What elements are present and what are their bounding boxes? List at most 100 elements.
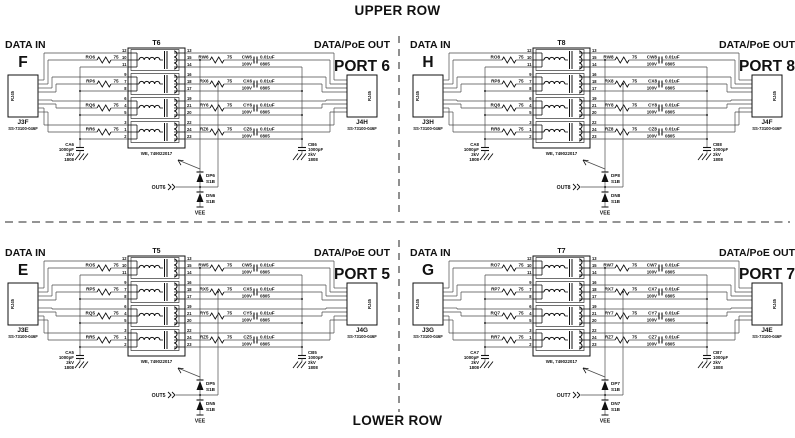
diode-ref: DP5: [206, 381, 215, 386]
resistor-value: 75: [114, 310, 120, 315]
resistor-value: 75: [632, 310, 638, 315]
left-routing: [38, 260, 128, 356]
input-resistor-ref: RQ5: [86, 310, 96, 315]
diode-part: S1B: [206, 407, 216, 412]
series-cap-ref: CY6: [243, 102, 252, 107]
in-connector-part: SS-73100-046F: [413, 334, 443, 339]
diode-ref: DP8: [611, 173, 620, 178]
pin-number: 1: [124, 127, 127, 132]
right-routing: [590, 52, 752, 148]
resistor-value: 75: [519, 78, 525, 83]
transformer-ref: T6: [152, 40, 160, 47]
resistor-value: 75: [519, 102, 525, 107]
series-cap-value: 0.01uF: [260, 262, 275, 267]
series-cap-voltage: 100V: [242, 86, 252, 91]
bulk-cap-value: 1000pF: [59, 147, 74, 152]
pin-number: 11: [122, 270, 127, 275]
pin-number: 16: [592, 72, 597, 77]
resistor-value: 75: [227, 262, 233, 267]
series-cap-voltage: 100V: [647, 86, 657, 91]
pin-number: 6: [529, 304, 532, 309]
diode-ref: DN8: [611, 193, 621, 198]
diode-symbol: [601, 192, 609, 202]
pin-number: 8: [529, 86, 532, 91]
vee-label: VEE: [195, 419, 206, 425]
diode-part: S1B: [206, 387, 216, 392]
data-poe-out-label: DATA/PoE OUT: [314, 39, 391, 51]
pin-number: 19: [592, 96, 597, 101]
diode-ref: DP7: [611, 381, 620, 386]
series-cap-voltage: 100V: [647, 270, 657, 275]
in-connector-ref: J3G: [422, 327, 434, 334]
pin-number: 7: [529, 79, 532, 84]
series-cap-package: 0805: [665, 318, 675, 323]
pin-number: 7: [124, 79, 127, 84]
primary-coil: [543, 104, 566, 109]
off-page-chevron-icon: [167, 183, 176, 191]
pin-number: 15: [187, 263, 192, 268]
series-cap-ref: CW8: [647, 54, 658, 59]
resistor-value: 75: [227, 310, 233, 315]
input-resistor-ref: RQ6: [86, 102, 96, 107]
left-routing: [38, 52, 128, 148]
series-cap-value: 0.01uF: [260, 310, 275, 315]
input-resistor-ref: RP6: [86, 78, 95, 83]
series-cap-value: 0.01uF: [665, 78, 680, 83]
out-connector-ref: J4H: [356, 119, 368, 126]
pin-number: 15: [592, 263, 597, 268]
right-routing: [185, 52, 347, 148]
input-resistor-ref: RQ7: [491, 310, 501, 315]
bulk-cap-value: 1000pF: [59, 355, 74, 360]
diode-symbol: [601, 172, 609, 182]
resistor-value: 75: [114, 102, 120, 107]
primary-coil: [138, 104, 161, 109]
section-dividers: [5, 36, 790, 412]
pin-number: 8: [529, 294, 532, 299]
pin-number: 24: [187, 127, 192, 132]
pin-number: 17: [187, 294, 192, 299]
pin-number: 18: [592, 79, 597, 84]
diode-ref: DN5: [206, 401, 216, 406]
input-resistor-ref: RR8: [491, 126, 501, 131]
pin-number: 23: [187, 134, 192, 139]
series-cap-voltage: 100V: [242, 270, 252, 275]
bulk-cap-package: 1808: [469, 365, 479, 370]
in-connector-part: SS-73100-046F: [8, 126, 38, 131]
output-resistor-ref: RY6: [200, 102, 209, 107]
pin-number: 22: [592, 120, 597, 125]
pin-number: 3: [529, 120, 532, 125]
bulk-cap-package: 1808: [308, 365, 318, 370]
input-resistor-ref: RP7: [491, 286, 500, 291]
output-resistor-ref: RX6: [200, 78, 209, 83]
pin-number: 17: [592, 86, 597, 91]
rj45-label: RJ45: [367, 298, 372, 309]
output-resistor-ref: RX8: [605, 78, 614, 83]
data-in-label: DATA IN: [410, 247, 451, 259]
off-page-chevron-icon: [572, 183, 581, 191]
port-label: PORT 8: [739, 58, 795, 75]
resistor-value: 75: [227, 286, 233, 291]
rj45-label: RJ45: [367, 90, 372, 101]
input-resistor-ref: RO5: [86, 262, 96, 267]
